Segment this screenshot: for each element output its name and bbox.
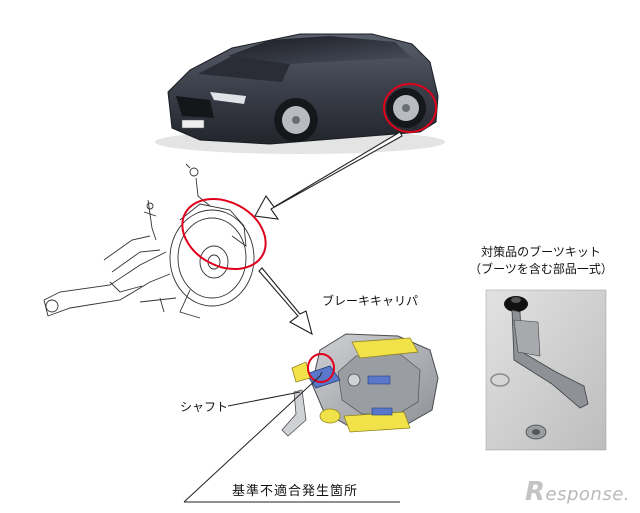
boot-kit-title-line1: 対策品のブーツキット	[456, 244, 626, 261]
response-watermark-logo: Response.	[525, 477, 630, 507]
watermark-initial: R	[525, 477, 546, 507]
shaft-label: シャフト	[180, 398, 228, 415]
boot-kit-title-line2: （ブーツを含む部品一式）	[456, 261, 626, 278]
brake-caliper-label: ブレーキキャリパ	[322, 292, 418, 309]
boot-kit-title: 対策品のブーツキット （ブーツを含む部品一式）	[456, 244, 626, 278]
boot-kit-photo	[486, 290, 606, 450]
watermark-text: esponse.	[546, 484, 630, 505]
brake-caliper-illustration	[282, 334, 438, 436]
issue-location-label: 基準不適合発生箇所	[232, 480, 358, 499]
rear-suspension-illustration	[44, 164, 254, 318]
arrow-suspension-to-caliper	[259, 268, 312, 334]
